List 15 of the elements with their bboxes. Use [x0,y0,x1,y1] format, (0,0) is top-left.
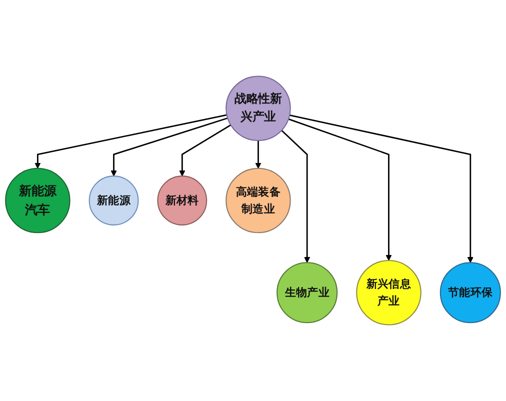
arrow [289,114,474,263]
circle-node: 高端装备制造业 [226,168,291,234]
circle-node: 新能源汽车 [5,168,70,234]
arrow [281,130,310,263]
arrow [110,117,228,176]
circle-node: 新材料 [157,176,208,226]
arrow [255,140,262,169]
circle-node: 新能源 [88,176,139,226]
arrow [179,124,232,176]
circle-node: 生物产业 [276,262,338,324]
circle-node: 新兴信息产业 [356,260,422,326]
arrow [288,118,392,261]
circle-node: 节能环保 [440,262,501,324]
arrow [34,114,227,169]
circle-node: 战略性新兴产业 [226,76,291,141]
